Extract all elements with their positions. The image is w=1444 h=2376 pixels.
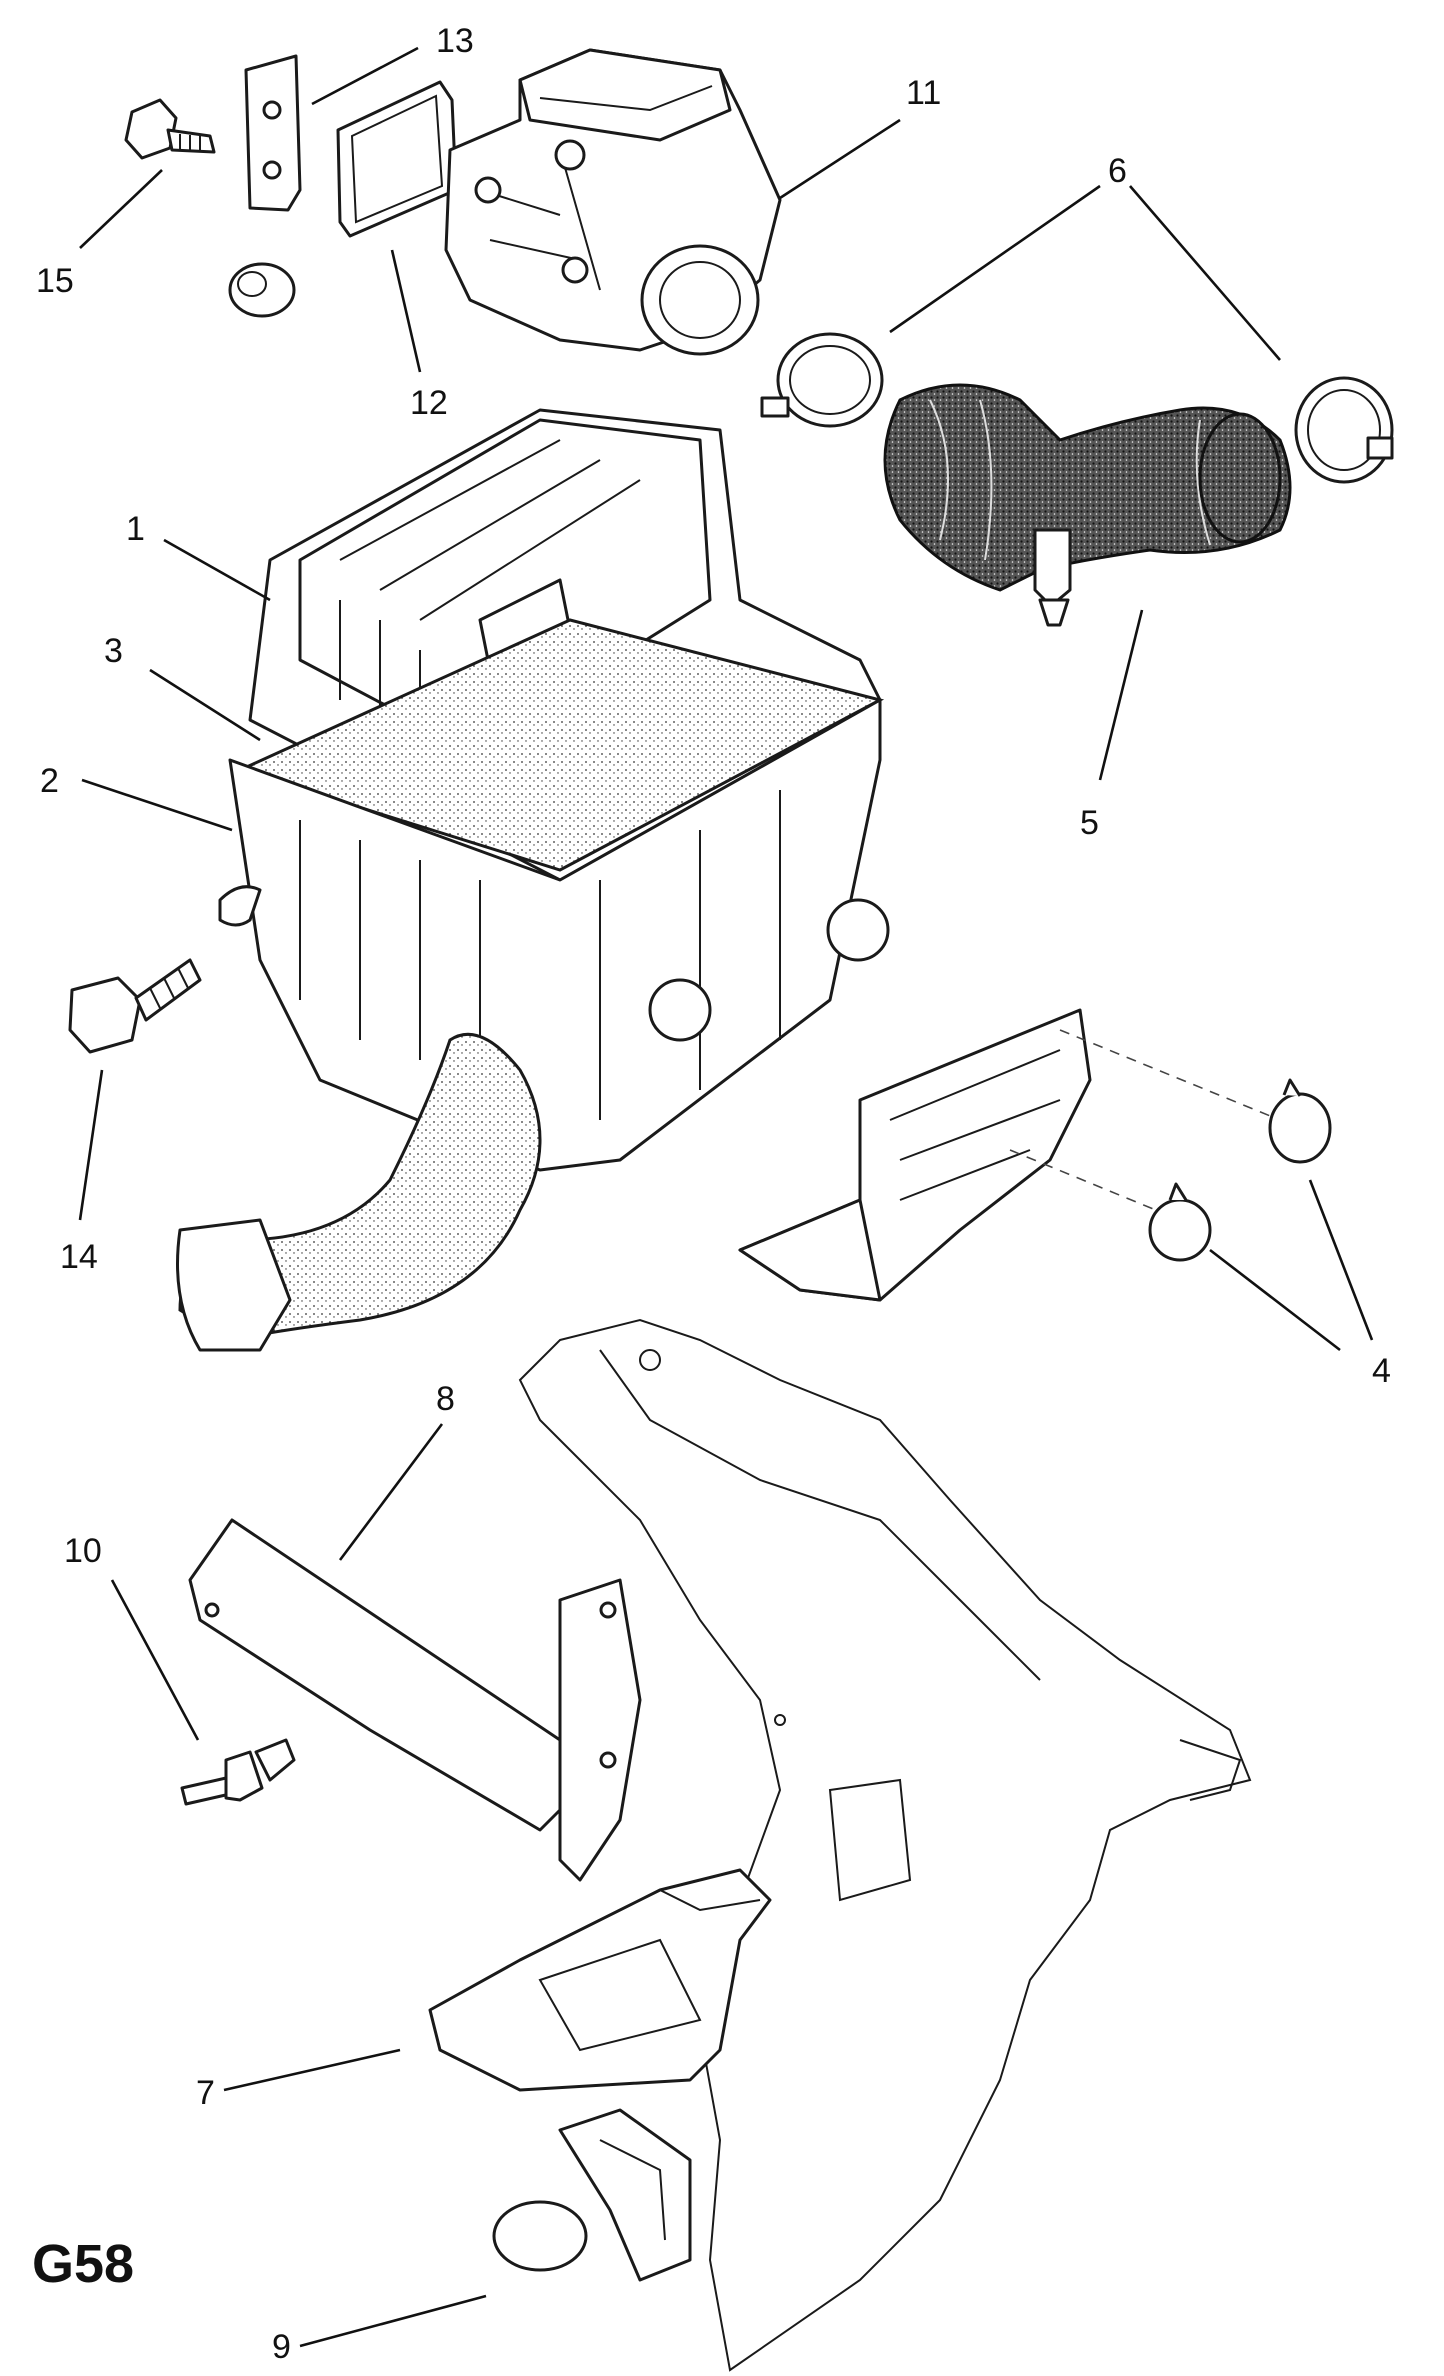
intake-duct-pipe [176,1032,542,1352]
gasket-12 [336,80,458,238]
support-7 [428,1868,772,2092]
bolt-15 [124,98,216,160]
intake-elbow-hose-5 [883,383,1292,627]
callout-4: 4 [1372,1352,1391,1390]
heat-shield [738,1008,1281,1302]
hose-clamp-6-left [760,332,884,428]
callout-15: 15 [36,262,74,300]
callout-11: 11 [906,74,941,112]
callout-7: 7 [196,2074,215,2112]
callout-12: 12 [410,384,448,422]
bracket-13 [244,54,302,212]
support-bracket-8 [188,1518,642,1882]
callout-6: 6 [1108,152,1127,190]
callout-5: 5 [1080,804,1099,842]
callout-8: 8 [436,1380,455,1418]
callout-2: 2 [40,762,59,800]
leader-lines [78,46,1374,2348]
spring-clip-4-upper [1268,1078,1332,1164]
air-cleaner-housing-2 [218,698,890,1172]
bolt-14 [68,958,202,1054]
callout-9: 9 [272,2328,291,2366]
callout-3: 3 [104,632,123,670]
diagram-code: G58 [32,2234,134,2294]
body-panel-wheelhouse [518,1318,1252,2372]
push-pin-10 [180,1738,296,1806]
air-flow-meter-11 [444,48,782,356]
callout-1: 1 [126,510,145,548]
callout-13: 13 [436,22,474,60]
callout-10: 10 [64,1532,102,1570]
hose-clamp-6-right [1294,376,1394,484]
bracket-9 [492,2108,692,2282]
callout-14: 14 [60,1238,98,1276]
spring-clip-4-lower [1148,1182,1212,1262]
grommet [228,262,296,318]
callout-labels: 13 15 12 11 6 1 3 2 5 14 4 8 10 7 9 [36,22,1391,2366]
